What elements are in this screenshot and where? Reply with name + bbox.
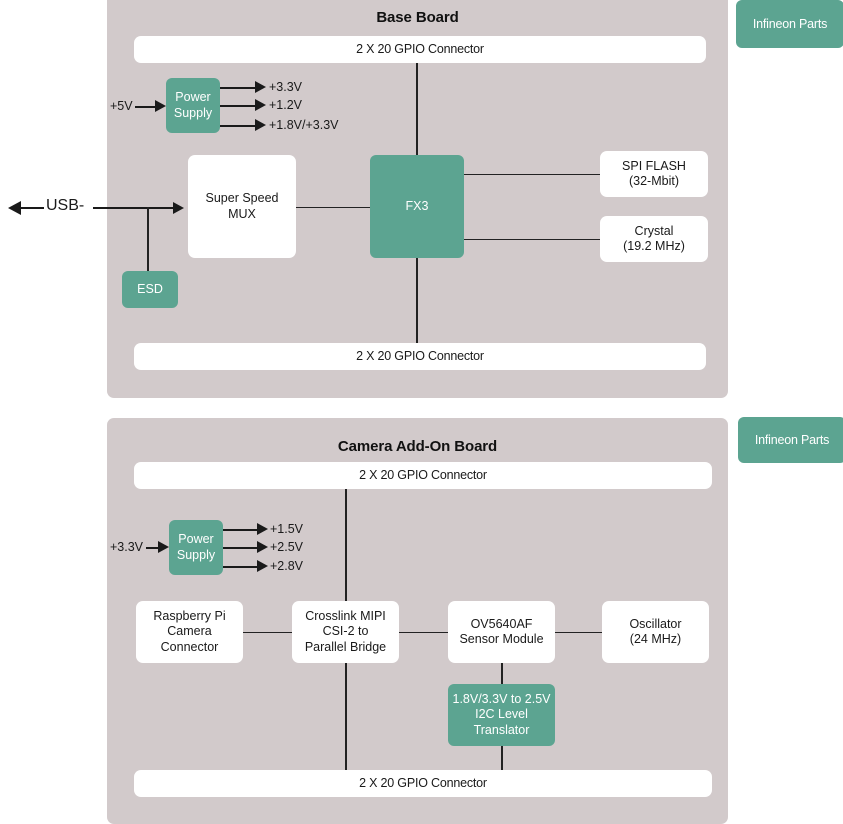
- base-rail-3-label: +1.8V/+3.3V: [269, 118, 339, 132]
- raspberry-pi-camera-connector-line3: Connector: [160, 639, 219, 654]
- camera-rail-2-arrow-icon: [257, 541, 268, 553]
- fx3-spiflash-wire: [464, 173, 600, 176]
- i2c-level-translator-line1: 1.8V/3.3V to 2.5V: [452, 692, 551, 707]
- infineon-parts-badge-base-label: Infineon Parts: [752, 17, 828, 31]
- spi-flash-block: SPI FLASH (32-Mbit): [600, 151, 708, 197]
- camera-rail-2-label: +2.5V: [270, 540, 304, 554]
- crosslink-sensor-wire: [399, 631, 448, 634]
- crystal-label-line2: (19.2 MHz): [623, 239, 685, 253]
- camera-board-title: Camera Add-On Board: [337, 438, 498, 455]
- super-speed-mux-label-line2: MUX: [228, 206, 256, 221]
- crosslink-mipi-bridge-line3: Parallel Bridge: [304, 639, 387, 654]
- camera-bus-left-top-segment: [345, 489, 347, 601]
- ov5640af-sensor-module-block: OV5640AF Sensor Module: [448, 601, 555, 663]
- camera-power-input-label: +3.3V: [110, 540, 144, 554]
- ov5640af-sensor-module-line2: Sensor Module: [459, 632, 544, 646]
- i2c-level-translator-line2: I2C Level: [475, 707, 528, 722]
- base-gpio-connector-top: 2 X 20 GPIO Connector: [134, 36, 706, 63]
- base-bus-top-segment: [416, 63, 418, 155]
- base-gpio-connector-top-label: 2 X 20 GPIO Connector: [356, 41, 484, 56]
- camera-gpio-connector-top-label: 2 X 20 GPIO Connector: [359, 467, 487, 482]
- crosslink-mipi-bridge-line2: CSI-2 to: [322, 624, 369, 639]
- oscillator-block: Oscillator (24 MHz): [602, 601, 709, 663]
- camera-power-supply-label-line1: Power: [178, 532, 214, 547]
- camera-bus-left-bottom-segment: [345, 663, 347, 770]
- super-speed-mux-label-line1: Super Speed: [205, 191, 279, 206]
- crosslink-mipi-bridge-block: Crosslink MIPI CSI-2 to Parallel Bridge: [292, 601, 399, 663]
- camera-power-supply-block: Power Supply: [169, 520, 223, 575]
- oscillator-line1: Oscillator: [629, 616, 682, 631]
- crosslink-mipi-bridge-line1: Crosslink MIPI: [305, 609, 386, 624]
- usb-left-wire: [20, 207, 44, 210]
- fx3-label: FX3: [405, 198, 429, 213]
- super-speed-mux-block: Super Speed MUX: [188, 155, 296, 258]
- fx3-crystal-wire: [464, 238, 600, 241]
- camera-rail-2-wire: [223, 546, 260, 549]
- base-power-input-label: +5V: [110, 99, 133, 113]
- camera-power-supply-label-line2: Supply: [176, 547, 216, 562]
- base-power-supply-label-line1: Power: [175, 90, 211, 105]
- camera-power-input-wire: [146, 546, 162, 549]
- raspberry-pi-camera-connector-line2: Camera: [167, 624, 212, 639]
- usb-mux-arrow-icon: [173, 201, 184, 214]
- esd-tap-wire: [147, 207, 149, 272]
- sensor-i2c-wire: [501, 663, 503, 684]
- base-rail-3-arrow-icon: [255, 119, 266, 131]
- spi-flash-label-line1: SPI FLASH: [622, 158, 686, 173]
- raspberry-pi-camera-connector-block: Raspberry Pi Camera Connector: [136, 601, 243, 663]
- crystal-label-line1: Crystal: [634, 223, 674, 238]
- camera-gpio-connector-top: 2 X 20 GPIO Connector: [134, 462, 712, 489]
- mux-fx3-wire: [296, 206, 370, 209]
- base-rail-1-label: +3.3V: [269, 80, 303, 94]
- raspberry-pi-camera-connector-line1: Raspberry Pi: [153, 609, 226, 624]
- infineon-parts-badge-base: Infineon Parts: [736, 0, 843, 48]
- base-bus-bottom-segment: [416, 258, 418, 343]
- base-rail-3-wire: [220, 124, 259, 127]
- crystal-block: Crystal (19.2 MHz): [600, 216, 708, 262]
- oscillator-line2: (24 MHz): [629, 632, 682, 646]
- esd-label: ESD: [137, 281, 163, 296]
- base-rail-2-label: +1.2V: [269, 98, 303, 112]
- infineon-parts-badge-camera-label: Infineon Parts: [754, 433, 830, 447]
- ov5640af-sensor-module-line1: OV5640AF: [470, 616, 533, 631]
- camera-rail-1-wire: [223, 528, 260, 531]
- usb-label: USB-: [46, 197, 85, 214]
- base-rail-1-wire: [220, 86, 259, 89]
- base-rail-2-arrow-icon: [255, 99, 266, 111]
- camera-rail-3-wire: [223, 565, 260, 568]
- base-board-title: Base Board: [376, 9, 459, 26]
- base-gpio-connector-bottom-label: 2 X 20 GPIO Connector: [356, 348, 484, 363]
- base-gpio-connector-bottom: 2 X 20 GPIO Connector: [134, 343, 706, 370]
- base-rail-2-wire: [220, 104, 259, 107]
- camera-rail-3-arrow-icon: [257, 560, 268, 572]
- camera-power-input-arrow-icon: [158, 541, 169, 553]
- fx3-block: FX3: [370, 155, 464, 258]
- base-power-input-wire: [135, 105, 156, 108]
- camera-rail-1-arrow-icon: [257, 523, 268, 535]
- usb-left-arrow-icon: [8, 201, 21, 215]
- rpi-crosslink-wire: [243, 631, 292, 634]
- base-power-input-arrow-icon: [155, 100, 166, 112]
- infineon-parts-badge-camera: Infineon Parts: [738, 417, 843, 463]
- esd-block: ESD: [122, 271, 178, 308]
- base-rail-1-arrow-icon: [255, 81, 266, 93]
- base-power-supply-block: Power Supply: [166, 78, 220, 133]
- camera-gpio-connector-bottom: 2 X 20 GPIO Connector: [134, 770, 712, 797]
- camera-rail-1-label: +1.5V: [270, 522, 304, 536]
- spi-flash-label-line2: (32-Mbit): [628, 174, 679, 188]
- camera-gpio-connector-bottom-label: 2 X 20 GPIO Connector: [359, 775, 487, 790]
- sensor-oscillator-wire: [555, 631, 602, 634]
- i2c-level-translator-line3: Translator: [473, 722, 530, 737]
- i2c-level-translator-block: 1.8V/3.3V to 2.5V I2C Level Translator: [448, 684, 555, 746]
- camera-bus-right-bottom-segment: [501, 746, 503, 770]
- base-power-supply-label-line2: Supply: [173, 105, 213, 120]
- usb-right-wire: [93, 207, 175, 210]
- camera-rail-3-label: +2.8V: [270, 559, 304, 573]
